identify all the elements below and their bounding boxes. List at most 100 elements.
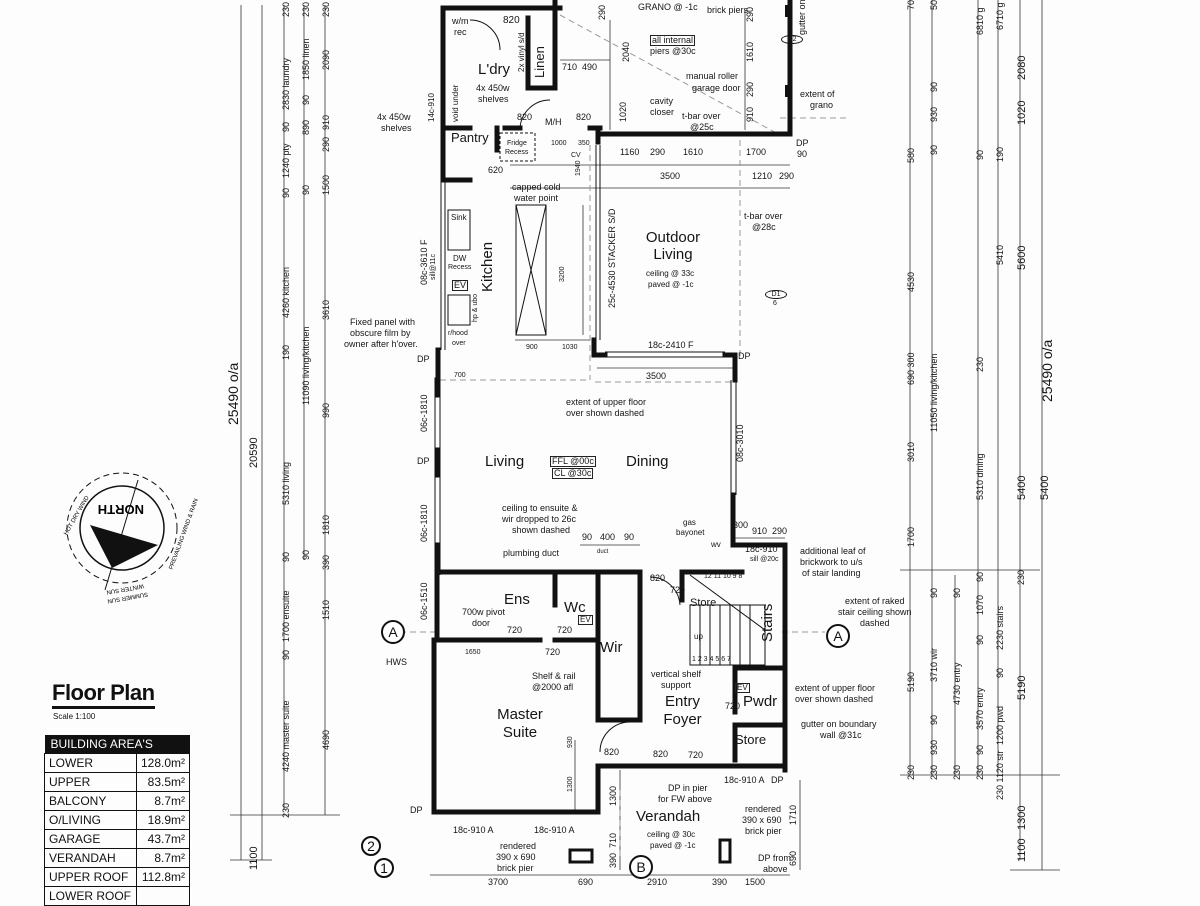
note: above [763, 864, 788, 874]
dimension: 4730 entry [952, 662, 962, 705]
note: of stair landing [802, 568, 861, 578]
dimension: 90 [929, 714, 939, 725]
note: Sink [451, 213, 467, 222]
area-label: UPPER ROOF [44, 867, 137, 887]
dimension: 290 [745, 81, 755, 97]
dimension: 720 [545, 647, 561, 657]
note: cavity [650, 96, 674, 106]
note: bayonet [676, 528, 705, 537]
area-label: BALCONY [44, 791, 137, 811]
dimension: 2910 [647, 877, 668, 887]
dimension: 290 [321, 136, 331, 152]
dimension: 720 [670, 585, 686, 595]
dimension: 230 1120 str [995, 750, 1005, 800]
room-store-stair: Store [690, 597, 717, 609]
room-wc: Wc [564, 599, 586, 616]
dimension: 720 [688, 750, 704, 760]
scale-label: Scale 1:100 [53, 712, 96, 721]
dimension: 20590 [248, 437, 260, 468]
dimension: 1000 [551, 140, 567, 147]
elevation-marker-1: 1 [374, 858, 394, 878]
dimension: 90 [975, 571, 985, 582]
dimension: 1650 [465, 649, 481, 656]
door-label: 25c-4530 STACKER S/D [607, 208, 617, 308]
dimension: 5190 [906, 671, 916, 692]
area-label: O/LIVING [44, 810, 137, 830]
dimension: 1610 [683, 147, 704, 157]
overall-dimension-right: 25490 o/a [1039, 339, 1055, 402]
note: all internal [650, 35, 696, 47]
note: brick pier [745, 826, 782, 836]
note: gutter on boundary [801, 719, 877, 729]
dimension: 990 [321, 402, 331, 418]
downpipe-label: DP [771, 775, 784, 785]
dimension: 5310 dining [975, 453, 985, 500]
note: shelves [381, 123, 412, 133]
dimension: 1070 [975, 594, 985, 615]
note: CL @30c [552, 468, 594, 480]
page-title: Floor Plan [52, 680, 155, 709]
note: grano [810, 100, 834, 110]
dimension: 230 [301, 1, 311, 17]
dimension: 230 [1016, 569, 1026, 585]
dimension: 50 [929, 0, 939, 10]
dimension: 390 [321, 554, 331, 570]
area-label: GARAGE [44, 829, 137, 849]
area-label: UPPER [44, 772, 137, 792]
dimension: 3010 [906, 441, 916, 462]
dimension: 90 [281, 649, 291, 660]
dimension: 4690 [321, 729, 331, 750]
note: M/H [545, 117, 562, 127]
dimension: 5310 living [281, 461, 291, 505]
dimension: 290 [779, 171, 795, 181]
note: Shelf & rail [532, 671, 576, 681]
room-dining: Dining [626, 453, 669, 470]
dimension: 1610 [745, 41, 755, 62]
dimension: 290 [597, 4, 607, 20]
window-label: 06c-1810 [419, 504, 429, 542]
note: 390 x 690 [496, 852, 536, 862]
note: EV [452, 280, 469, 292]
note: 2x vinyl s/d [517, 32, 526, 72]
note: wv [711, 540, 721, 549]
room-laundry: L'dry [478, 61, 511, 78]
note: wall @31c [820, 730, 862, 740]
window-label: 18c-910 A [724, 775, 765, 785]
dimension: 820 [503, 15, 520, 26]
note: paved @ -1c [648, 280, 694, 289]
dimension: 1850 linen [301, 38, 311, 80]
section-marker-a-right: A [826, 624, 850, 648]
dimension: 6710 g [995, 2, 1005, 30]
dimension: 2040 [621, 41, 631, 62]
room-verandah: Verandah [636, 808, 701, 825]
dimension: 11090 living/kitchen [301, 326, 311, 405]
area-label: LOWER ROOF [44, 886, 137, 906]
area-label: VERANDAH [44, 848, 137, 868]
note: DP in pier [668, 783, 708, 793]
dimension: 490 [582, 62, 598, 72]
note: 700w pivot [462, 607, 506, 617]
dimension: 900 [526, 344, 538, 351]
dimension: 3500 [660, 171, 681, 181]
dimension: 230 [975, 356, 985, 372]
note: shelves [478, 94, 509, 104]
window-label: 08c-3010 [735, 424, 745, 462]
room-master-suite: Suite [502, 724, 538, 741]
dimension: 2230 stairs [995, 605, 1005, 650]
dimension: 1510 [321, 599, 331, 620]
note: 4x 450w [476, 83, 510, 93]
note: extent of [800, 89, 835, 99]
note: @28c [752, 222, 776, 232]
dimension: 5400 [1016, 475, 1028, 500]
room-stairs: Stairs [759, 603, 776, 642]
dimension: 90 [975, 149, 985, 160]
area-value: 83.5m² [135, 772, 191, 792]
dimension: 690 [788, 850, 798, 866]
thin-walls-windows [434, 19, 766, 813]
